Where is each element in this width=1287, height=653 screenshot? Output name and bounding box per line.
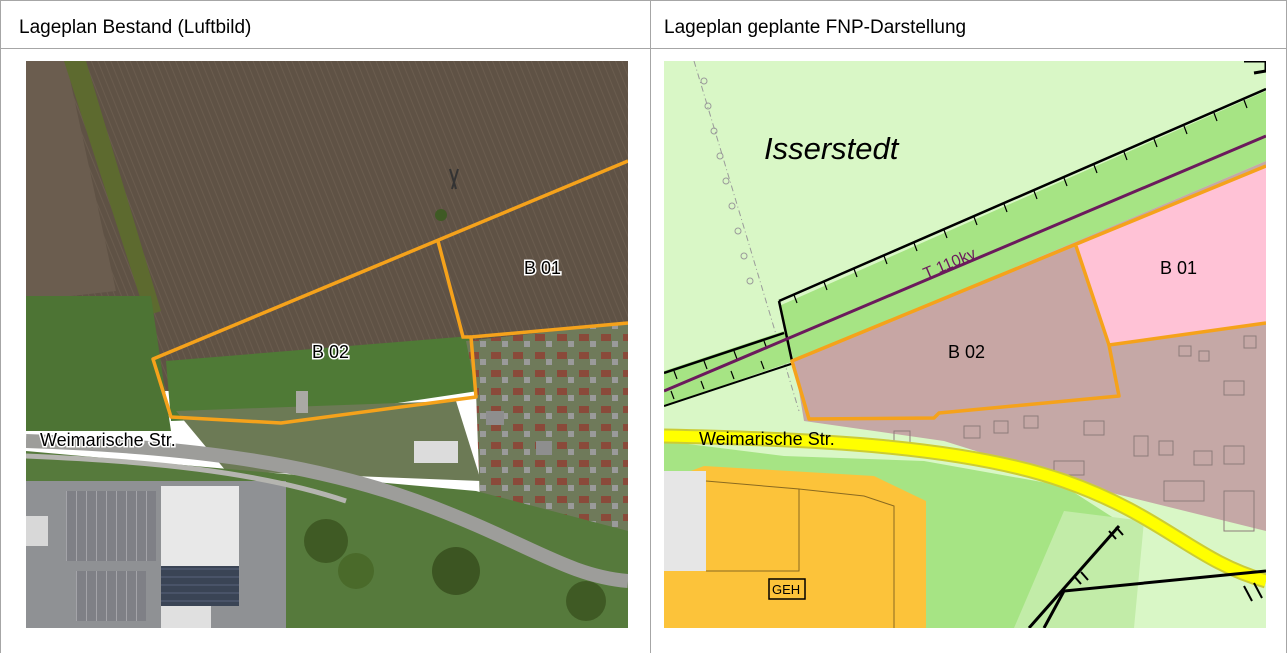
street-fnp-label: Weimarische Str. bbox=[699, 429, 835, 449]
corridor-edge-north bbox=[778, 87, 1266, 303]
green-corridor bbox=[779, 91, 1266, 361]
power-line bbox=[664, 134, 1266, 393]
b02-fnp-label: B 02 bbox=[948, 342, 985, 362]
aerial-map: B 01 B 02 Weimarische Str. bbox=[26, 61, 628, 628]
zone-label: GEH bbox=[772, 582, 800, 597]
header-divider bbox=[0, 48, 1287, 49]
building-outlines bbox=[893, 335, 1257, 532]
parking-lot bbox=[66, 491, 156, 561]
field-strip bbox=[26, 61, 116, 301]
right-panel-header: Lageplan geplante FNP-Darstellung bbox=[664, 17, 967, 38]
tree-row-symbols bbox=[700, 77, 754, 285]
street-label: Weimarische Str. bbox=[40, 430, 176, 450]
b01-label: B 01 bbox=[524, 258, 561, 278]
fnp-map: Isserstedt T 110kv B 01 B 02 Weimarische… bbox=[664, 61, 1266, 628]
b02-area bbox=[792, 246, 1119, 419]
b01-area bbox=[1076, 166, 1266, 345]
main-street bbox=[664, 430, 1266, 587]
fnp-boundary-divider bbox=[1074, 245, 1111, 346]
main-road bbox=[26, 434, 628, 588]
power-pole bbox=[449, 168, 459, 190]
meadow-west bbox=[26, 296, 171, 431]
column-divider bbox=[650, 0, 651, 653]
fnp-boundary-outline bbox=[790, 164, 1266, 421]
tree-row bbox=[64, 61, 161, 316]
meadow-b02 bbox=[166, 336, 478, 421]
b01-fnp-label: B 01 bbox=[1160, 258, 1197, 278]
place-label: Isserstedt bbox=[764, 131, 900, 166]
boundary-divider bbox=[436, 240, 471, 339]
solar-roof bbox=[161, 566, 239, 606]
commercial-zone bbox=[664, 466, 926, 628]
table-border-left bbox=[0, 0, 1, 653]
b02-label: B 02 bbox=[312, 342, 349, 362]
zone-label-box bbox=[768, 578, 806, 600]
table-border-top bbox=[0, 0, 1287, 1]
left-panel-header: Lageplan Bestand (Luftbild) bbox=[19, 17, 252, 38]
warehouse-roof bbox=[161, 486, 239, 566]
